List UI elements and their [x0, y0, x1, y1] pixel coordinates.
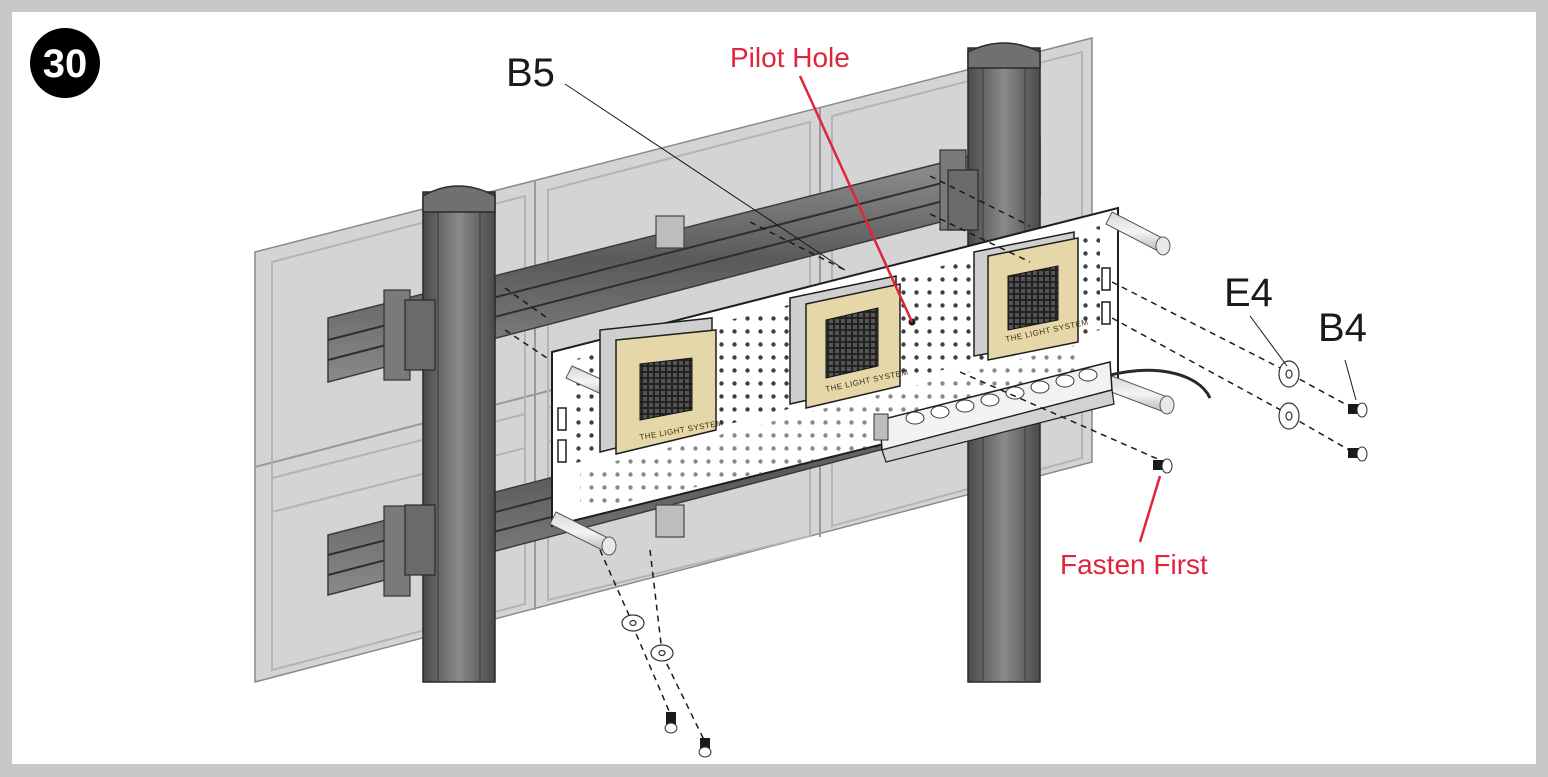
left-column [404, 185, 496, 683]
standoff-post-top-right [1105, 211, 1171, 256]
washer-bottom-left [621, 614, 645, 632]
washer-right-lower [1278, 402, 1300, 430]
assembly-diagram: THE LIGHT SYSTEM THE LIGHT SYSTEM THE LI… [30, 28, 1368, 758]
screw-right-upper [1348, 402, 1368, 418]
power-strip [873, 361, 1212, 463]
standoff-post-left-lower [549, 511, 617, 556]
callout-b4: B4 [1318, 306, 1367, 350]
screw-right-lower [1348, 446, 1368, 462]
washers [621, 360, 1300, 662]
callout-e4: E4 [1224, 271, 1273, 315]
light-system-device-right: THE LIGHT SYSTEM [973, 231, 1089, 361]
screw-bottom-right [698, 738, 712, 758]
standoff-post-mid-right [1105, 375, 1175, 415]
diagram-frame: THE LIGHT SYSTEM THE LIGHT SYSTEM THE LI… [12, 12, 1536, 764]
screw-fasten-first [1153, 458, 1173, 474]
washer-right-upper [1278, 360, 1300, 388]
callout-b5: B5 [506, 51, 555, 95]
light-system-device-center: THE LIGHT SYSTEM [789, 275, 909, 409]
screw-bottom-left [664, 712, 678, 734]
screws [664, 402, 1368, 758]
step-number-badge: 30 [30, 28, 100, 98]
assembly-guide-lines [504, 175, 1357, 745]
light-system-device-left: THE LIGHT SYSTEM [599, 317, 724, 455]
step-number: 30 [43, 42, 88, 86]
power-outlets [905, 368, 1098, 425]
callout-fasten-first: Fasten First [1060, 549, 1208, 580]
leader-lines [564, 75, 1357, 543]
callout-pilot-hole: Pilot Hole [730, 42, 850, 73]
washer-bottom-right [650, 644, 674, 662]
